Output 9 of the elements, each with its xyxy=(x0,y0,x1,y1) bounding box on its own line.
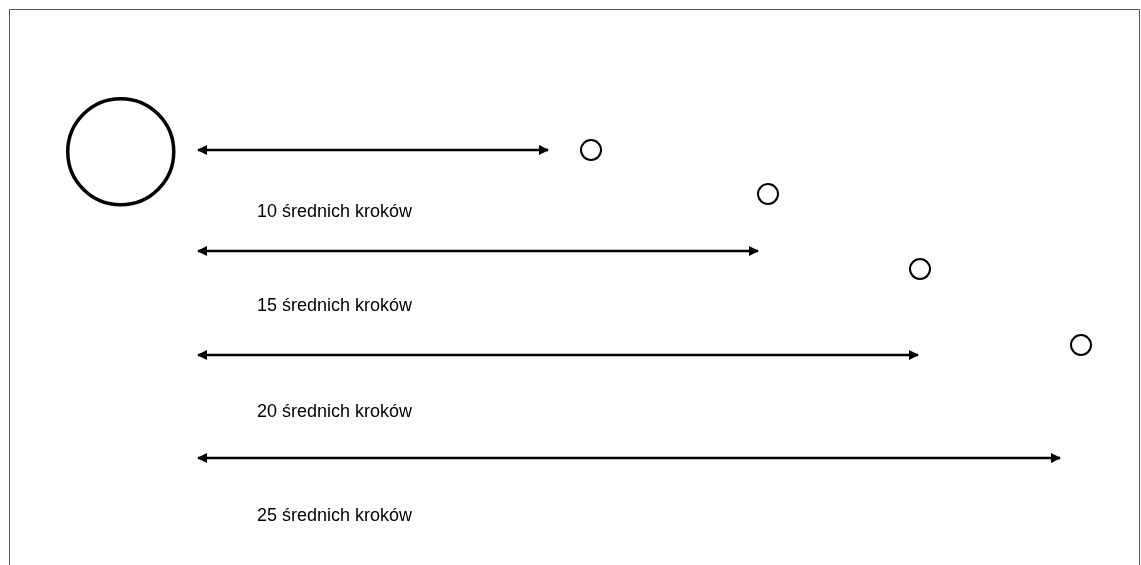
distance-label: 10 średnich kroków xyxy=(257,200,413,222)
distance-label: 15 średnich kroków xyxy=(257,294,413,316)
circle-shape xyxy=(757,183,779,205)
distance-label: 25 średnich kroków xyxy=(257,504,413,526)
circle-shape xyxy=(66,97,176,207)
circle-shape xyxy=(909,258,931,280)
distance-label: 20 średnich kroków xyxy=(257,400,413,422)
circle-shape xyxy=(1070,334,1092,356)
circle-shape xyxy=(580,139,602,161)
